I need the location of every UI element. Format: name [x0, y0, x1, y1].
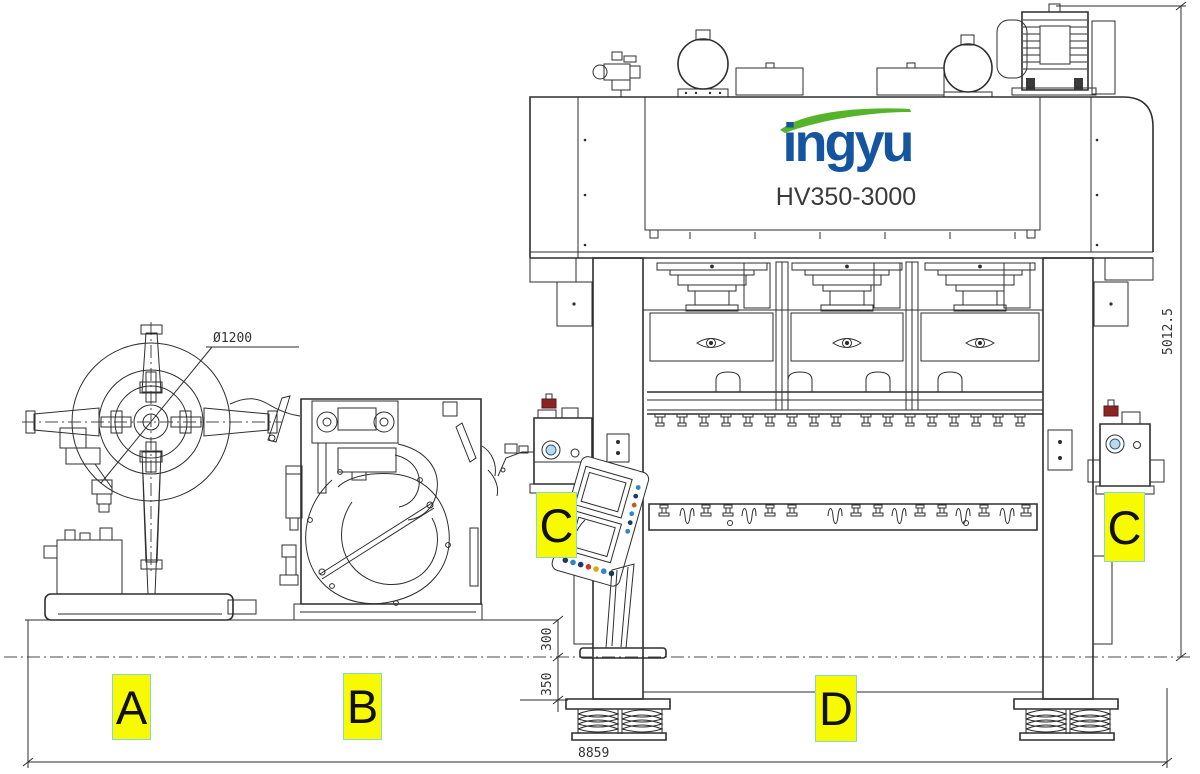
passline-lower-dim: 350 — [540, 673, 555, 696]
station-tag-straightener: B — [343, 673, 382, 740]
material-strip — [230, 396, 300, 442]
overall-length-dim: 8859 — [578, 746, 609, 761]
press-slide-assembly — [643, 262, 1043, 427]
slide-clamp-row — [654, 413, 1026, 427]
slide-eye-symbol — [832, 338, 862, 348]
air-tank-right — [944, 35, 992, 97]
station-tag-lubricator-right: C — [1104, 492, 1145, 562]
lubricator-right — [1088, 400, 1164, 494]
logo-swoosh — [780, 108, 911, 133]
valve-red-left — [542, 399, 556, 408]
dimension-texts: Ø1200 5012.5 300 350 8859 — [101, 308, 1176, 761]
lubricator-left — [530, 394, 592, 493]
valve-red-right — [1104, 406, 1118, 416]
crown-top-equipment — [593, 4, 1115, 97]
station-tag-uncoiler: A — [112, 674, 151, 740]
model-number: HV350-3000 — [775, 183, 917, 211]
press-bolster — [643, 504, 1043, 692]
station-tag-press-base: D — [815, 675, 857, 742]
reference-lines — [4, 2, 1192, 768]
station-tag-lubricator-left: C — [536, 492, 577, 558]
main-motor — [997, 4, 1115, 95]
passline-upper-dim: 300 — [540, 628, 555, 651]
slide-eye-symbol — [696, 338, 726, 348]
air-tank-left — [678, 30, 728, 97]
brand-logo-text: ingyu — [782, 113, 915, 173]
press-foot-right — [1014, 699, 1118, 740]
overall-height-dim: 5012.5 — [1161, 308, 1176, 355]
straightener-drawing — [280, 399, 534, 620]
uncoiler-drawing — [22, 322, 282, 620]
coil-diameter-dim: Ø1200 — [213, 331, 252, 346]
press-foot-left — [566, 699, 670, 740]
slide-eye-symbol — [965, 338, 995, 348]
